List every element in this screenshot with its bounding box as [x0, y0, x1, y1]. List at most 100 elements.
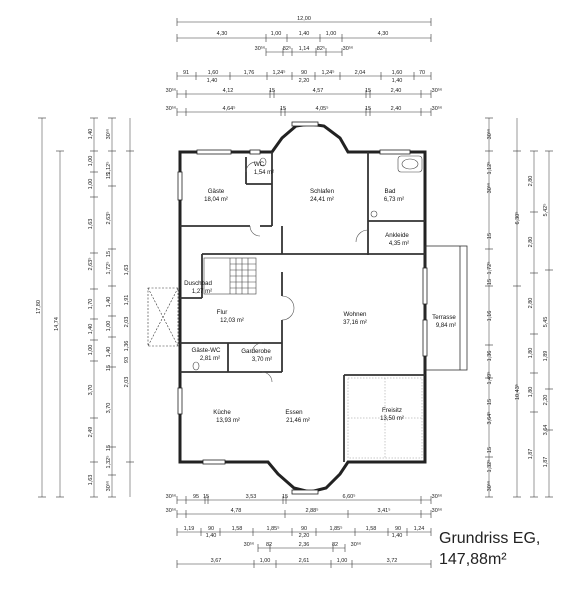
dimension-label: 1,16 — [487, 311, 493, 322]
dimension-label: 1,00 — [326, 31, 337, 37]
dimension-label: 1,00 — [88, 179, 94, 190]
dimension-label: 1,00 — [260, 558, 271, 564]
dimension-label: 2,20 — [543, 395, 549, 406]
dimension-label: 30⁵⁶ — [432, 105, 443, 112]
dimension-label: 3,64 — [543, 425, 549, 436]
dimension-label: 1,91 — [124, 295, 130, 306]
dimension-label: 3,53 — [246, 494, 257, 500]
dimension-label: 15 — [487, 233, 493, 239]
dimension-label: 3,70 — [88, 385, 94, 396]
dimension-label: 1,49⁵ — [486, 372, 493, 385]
dimension-label: 1,40 — [392, 533, 403, 539]
dimension-label: 15 — [487, 399, 493, 405]
dimension-label: 2,63⁵ — [87, 258, 94, 271]
dimension-label: 93 — [124, 357, 130, 363]
dimension-label: 3,64⁵ — [486, 412, 493, 425]
dimension-label: 10,43⁵ — [514, 384, 521, 400]
dimension-label: 30⁵⁶ — [432, 493, 443, 500]
dimension-label: 6,60⁵ — [343, 493, 356, 500]
dimension-label: 15 — [282, 494, 288, 500]
room-area: 9,84 m² — [436, 323, 456, 329]
dimension-label: 4,30 — [217, 31, 228, 37]
dimension-label: 3,41⁵ — [378, 507, 391, 514]
dimension-label: 30⁵⁶ — [486, 129, 493, 140]
dimension-label: 1,40 — [392, 78, 403, 84]
caption-total-area: 147,88m² — [439, 551, 507, 568]
dimension-label: 5,42⁵ — [542, 204, 549, 217]
dimension-label: 1,36 — [487, 351, 493, 362]
dimension-label: 15 — [269, 88, 275, 94]
dimension-label: 1,85⁵ — [330, 525, 343, 532]
dimension-label: 1,24 — [414, 526, 425, 532]
dimension-label: 1,00 — [271, 31, 282, 37]
dimension-label: 1,24⁵ — [273, 69, 286, 76]
interior-walls — [180, 152, 425, 462]
dimension-label: 1,76 — [244, 70, 255, 76]
dimension-label: 4,57 — [313, 88, 324, 94]
room-name: WC — [254, 161, 265, 168]
room-name: Garderobe — [241, 348, 271, 355]
room-area: 12,03 m² — [220, 318, 244, 324]
dimension-label: 2,03 — [124, 377, 130, 388]
entrance-canopy — [147, 287, 179, 347]
dimension-label: 1,58 — [366, 526, 377, 532]
dimension-label: 30⁵⁶ — [432, 507, 443, 514]
dimension-label: 15 — [365, 88, 371, 94]
dimension-label: 4,12 — [223, 88, 234, 94]
room-area: 24,41 m² — [310, 197, 334, 203]
dimension-labels-right: 30⁵⁶1,12⁵30⁵⁶151,72⁵151,161,361,49⁵153,6… — [486, 129, 549, 492]
bathtub — [397, 155, 423, 173]
room-labels: Gäste 18,04 m² WC 1,54 m² Schlafen 24,41… — [184, 161, 456, 424]
dimension-label: 3,70 — [106, 403, 112, 414]
dimension-label: 2,61 — [299, 558, 310, 564]
dimension-label: 90 — [208, 526, 214, 532]
room-name: Gäste — [208, 188, 225, 195]
dimension-label: 1,72⁵ — [105, 262, 112, 275]
dimension-label: 1,87 — [543, 457, 549, 468]
dimension-label: 2,04 — [355, 70, 366, 76]
dimension-label: 95 — [193, 494, 199, 500]
dimension-label: 5,45 — [543, 317, 549, 328]
room-area: 3,70 m² — [252, 357, 272, 363]
dimension-label: 82 — [332, 542, 338, 548]
room-name: Ankleide — [385, 232, 409, 239]
dimension-label: 1,60 — [208, 70, 219, 76]
dimension-label: 1,00 — [106, 321, 112, 332]
dimension-label: 1,40 — [207, 78, 218, 84]
dimension-label: 1,85⁵ — [267, 525, 280, 532]
dimension-label: 1,32⁵ — [486, 460, 493, 473]
dimension-label: 15 — [487, 279, 493, 285]
room-name: Küche — [213, 409, 231, 416]
dimension-label: 90 — [301, 526, 307, 532]
dimension-label: 3,67 — [211, 558, 222, 564]
room-area: 4,35 m² — [389, 241, 409, 247]
dimension-ticks — [38, 18, 553, 568]
dimension-label: 1,00 — [88, 345, 94, 356]
room-area: 2,81 m² — [200, 356, 220, 362]
room-name: Freisitz — [382, 407, 402, 414]
dimension-label: 1,63 — [88, 219, 94, 230]
dimension-label: 2,88⁵ — [306, 507, 319, 514]
dimension-label: 4,30 — [378, 31, 389, 37]
dimension-label: 1,00 — [88, 156, 94, 167]
dimension-label: 12,00 — [297, 16, 311, 22]
dimension-label: 90 — [395, 526, 401, 532]
dimension-label: 30⁵⁶ — [166, 87, 177, 94]
dimension-label: 2,36 — [299, 542, 310, 548]
dimension-label: 2,49 — [88, 427, 94, 438]
dimension-label: 30⁵⁶ — [255, 45, 266, 52]
dimension-label: 82⁵ — [317, 45, 325, 52]
dimension-label: 15 — [365, 106, 371, 112]
room-area: 13,93 m² — [216, 418, 240, 424]
room-area: 37,16 m² — [343, 320, 367, 326]
dimension-label: 91 — [183, 70, 189, 76]
terrace-outline — [424, 245, 468, 371]
dimension-label: 1,40 — [88, 129, 94, 140]
room-name: Duschbad — [184, 280, 212, 287]
room-name: Gäste-WC — [192, 347, 221, 354]
dimension-label: 2,63⁵ — [105, 212, 112, 225]
dimension-label: 1,40 — [206, 533, 217, 539]
dimension-label: 1,58 — [232, 526, 243, 532]
